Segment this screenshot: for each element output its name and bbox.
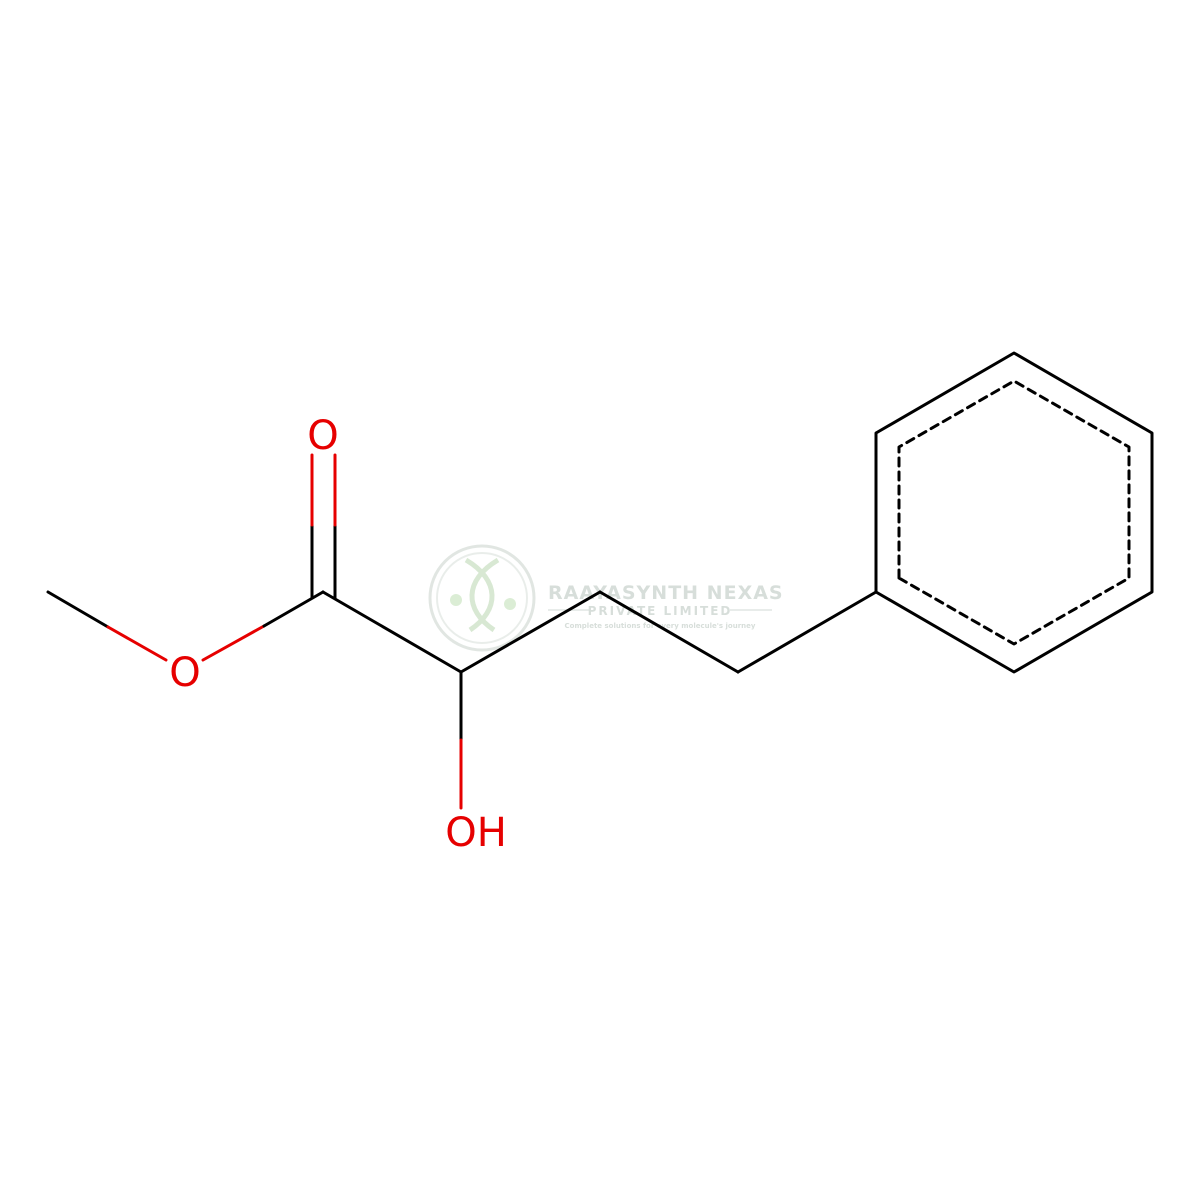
bond-carbonyl-alpha [321, 590, 463, 674]
bond-ester-oxygen-oxygen-half [201, 624, 266, 662]
aromatic-ring-inner-dashed [897, 379, 1131, 646]
atom-label-hydroxyl: OH [445, 810, 507, 856]
aromatic-ring-outer [874, 351, 1154, 674]
bond-methyl-oxygen-carbon-half [46, 590, 110, 629]
bond-beta-gamma [598, 590, 740, 674]
bond-methyl-oxygen-oxygen-half [106, 625, 168, 662]
atom-label-layer: O O OH [169, 413, 507, 856]
bond-layer [46, 351, 1154, 810]
atom-label-ester-oxygen: O [169, 650, 200, 696]
watermark-subtitle: PRIVATE LIMITED [588, 604, 733, 618]
watermark-logo-icon [428, 544, 536, 652]
watermark-title: RAAYASYNTH NEXAS [548, 582, 784, 604]
bond-alpha-beta [459, 590, 602, 674]
atom-label-carbonyl-oxygen: O [307, 413, 338, 459]
bond-gamma-ring [736, 590, 878, 674]
